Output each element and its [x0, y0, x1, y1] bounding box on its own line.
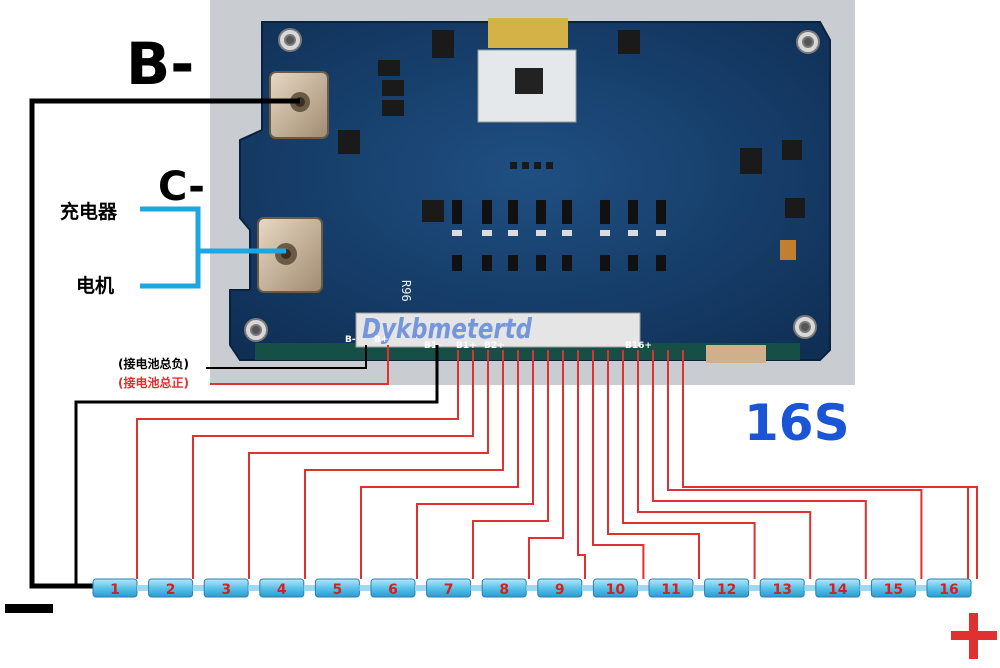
terminal-bminus: B- — [345, 335, 356, 345]
cell-connector — [192, 585, 205, 591]
brand-watermark: Dykbmetertd — [362, 312, 533, 345]
b-minus-terminal — [269, 71, 329, 139]
terminal-b2plus: B2+ — [484, 341, 505, 351]
battery-cell: 7 — [426, 578, 483, 598]
battery-cell: 11 — [648, 578, 705, 598]
battery-cell: 13 — [759, 578, 816, 598]
note-positive: (接电池总正) — [118, 375, 189, 390]
cell-connector — [915, 585, 927, 591]
c-minus-terminal — [257, 217, 323, 293]
battery-cell: 12 — [704, 578, 761, 598]
cell-connector — [581, 585, 594, 591]
balance-lead — [592, 350, 645, 579]
balance-connector — [355, 312, 641, 348]
battery-cell: 3 — [203, 578, 260, 598]
terminal-bplus: B+ — [374, 335, 388, 345]
cell-number: 13 — [772, 582, 791, 598]
cell-number: 4 — [277, 582, 287, 598]
balance-lead — [652, 350, 867, 579]
cell-number: 2 — [166, 582, 176, 598]
c-minus-label: C- — [158, 164, 205, 210]
cell-body — [926, 578, 972, 598]
silkscreen-label: R96 — [399, 280, 413, 302]
lead-pack-positive — [210, 345, 389, 385]
battery-cell: 4 — [259, 578, 316, 598]
terminal-b1plus: B1+ — [456, 341, 477, 351]
terminal-b16plus: B16+ — [625, 341, 652, 351]
lead-b1-minus — [74, 345, 439, 586]
cell-connector — [526, 585, 538, 591]
cell-connector — [303, 585, 316, 591]
b-minus-label: B- — [126, 30, 194, 98]
cell-number: 1 — [110, 582, 120, 598]
cell-number: 14 — [828, 582, 848, 598]
balance-lead — [416, 350, 534, 579]
cell-number: 7 — [444, 582, 454, 598]
balance-lead — [136, 350, 459, 579]
battery-cell: 14 — [815, 578, 872, 598]
cell-number: 16 — [939, 582, 958, 598]
balance-lead — [304, 350, 504, 579]
battery-cell: 6 — [370, 578, 427, 598]
battery-cell: 1 — [92, 578, 149, 598]
b-minus-wire — [29, 98, 300, 589]
lead-pack-negative — [206, 345, 367, 369]
pack-minus-symbol — [5, 604, 53, 613]
cell-connector — [470, 585, 483, 591]
balance-lead — [192, 350, 474, 579]
battery-cell: 10 — [592, 578, 649, 598]
cell-connector — [359, 585, 371, 591]
battery-cell: 2 — [148, 578, 205, 598]
terminal-b1minus: B1- — [424, 341, 441, 351]
cell-number: 15 — [884, 582, 903, 598]
cell-number: 11 — [661, 582, 680, 598]
cell-connector — [637, 585, 649, 591]
cell-connector — [137, 585, 149, 591]
pcb-components — [338, 30, 805, 363]
balance-lead — [667, 350, 923, 579]
cell-number: 9 — [555, 582, 565, 598]
bms-board-photo: R96 Dykbmetertd B- B+ B1- B1+ B2+ B16+ — [210, 0, 855, 385]
wireless-module — [477, 18, 577, 123]
motor-label: 电机 — [76, 274, 114, 297]
note-negative: (接电池总负) — [118, 356, 189, 371]
balance-resistor-array — [452, 200, 666, 271]
cell-number: 12 — [717, 582, 736, 598]
balance-lead — [472, 350, 549, 579]
cell-number: 10 — [606, 582, 626, 598]
cell-connector — [693, 585, 705, 591]
charger-wire — [140, 206, 201, 289]
balance-lead — [528, 350, 564, 579]
balance-lead — [248, 350, 489, 579]
cell-connector — [748, 585, 761, 591]
battery-cell: 8 — [481, 578, 538, 598]
cell-number: 5 — [333, 582, 343, 598]
balance-lead — [637, 350, 812, 579]
balance-lead — [622, 350, 756, 579]
balance-lead — [360, 350, 519, 579]
cell-connector — [415, 585, 427, 591]
cell-connector — [804, 585, 816, 591]
pack-plus-symbol — [951, 613, 997, 659]
cell-number: 6 — [388, 582, 398, 598]
series-label: 16S — [744, 394, 850, 452]
charger-label: 充电器 — [60, 200, 118, 223]
battery-cell: 15 — [870, 578, 927, 598]
balance-lead — [682, 350, 969, 579]
cell-connector — [248, 585, 260, 591]
battery-cell: 9 — [537, 578, 594, 598]
balance-lead — [607, 350, 700, 579]
cell-number: 3 — [221, 582, 231, 598]
battery-cell: 5 — [314, 578, 371, 598]
mounting-holes — [244, 28, 820, 342]
battery-cell: 16 — [926, 578, 972, 598]
balance-leads — [136, 350, 978, 579]
balance-lead — [577, 350, 586, 579]
cell-connector — [859, 585, 872, 591]
cell-number: 8 — [499, 582, 509, 598]
